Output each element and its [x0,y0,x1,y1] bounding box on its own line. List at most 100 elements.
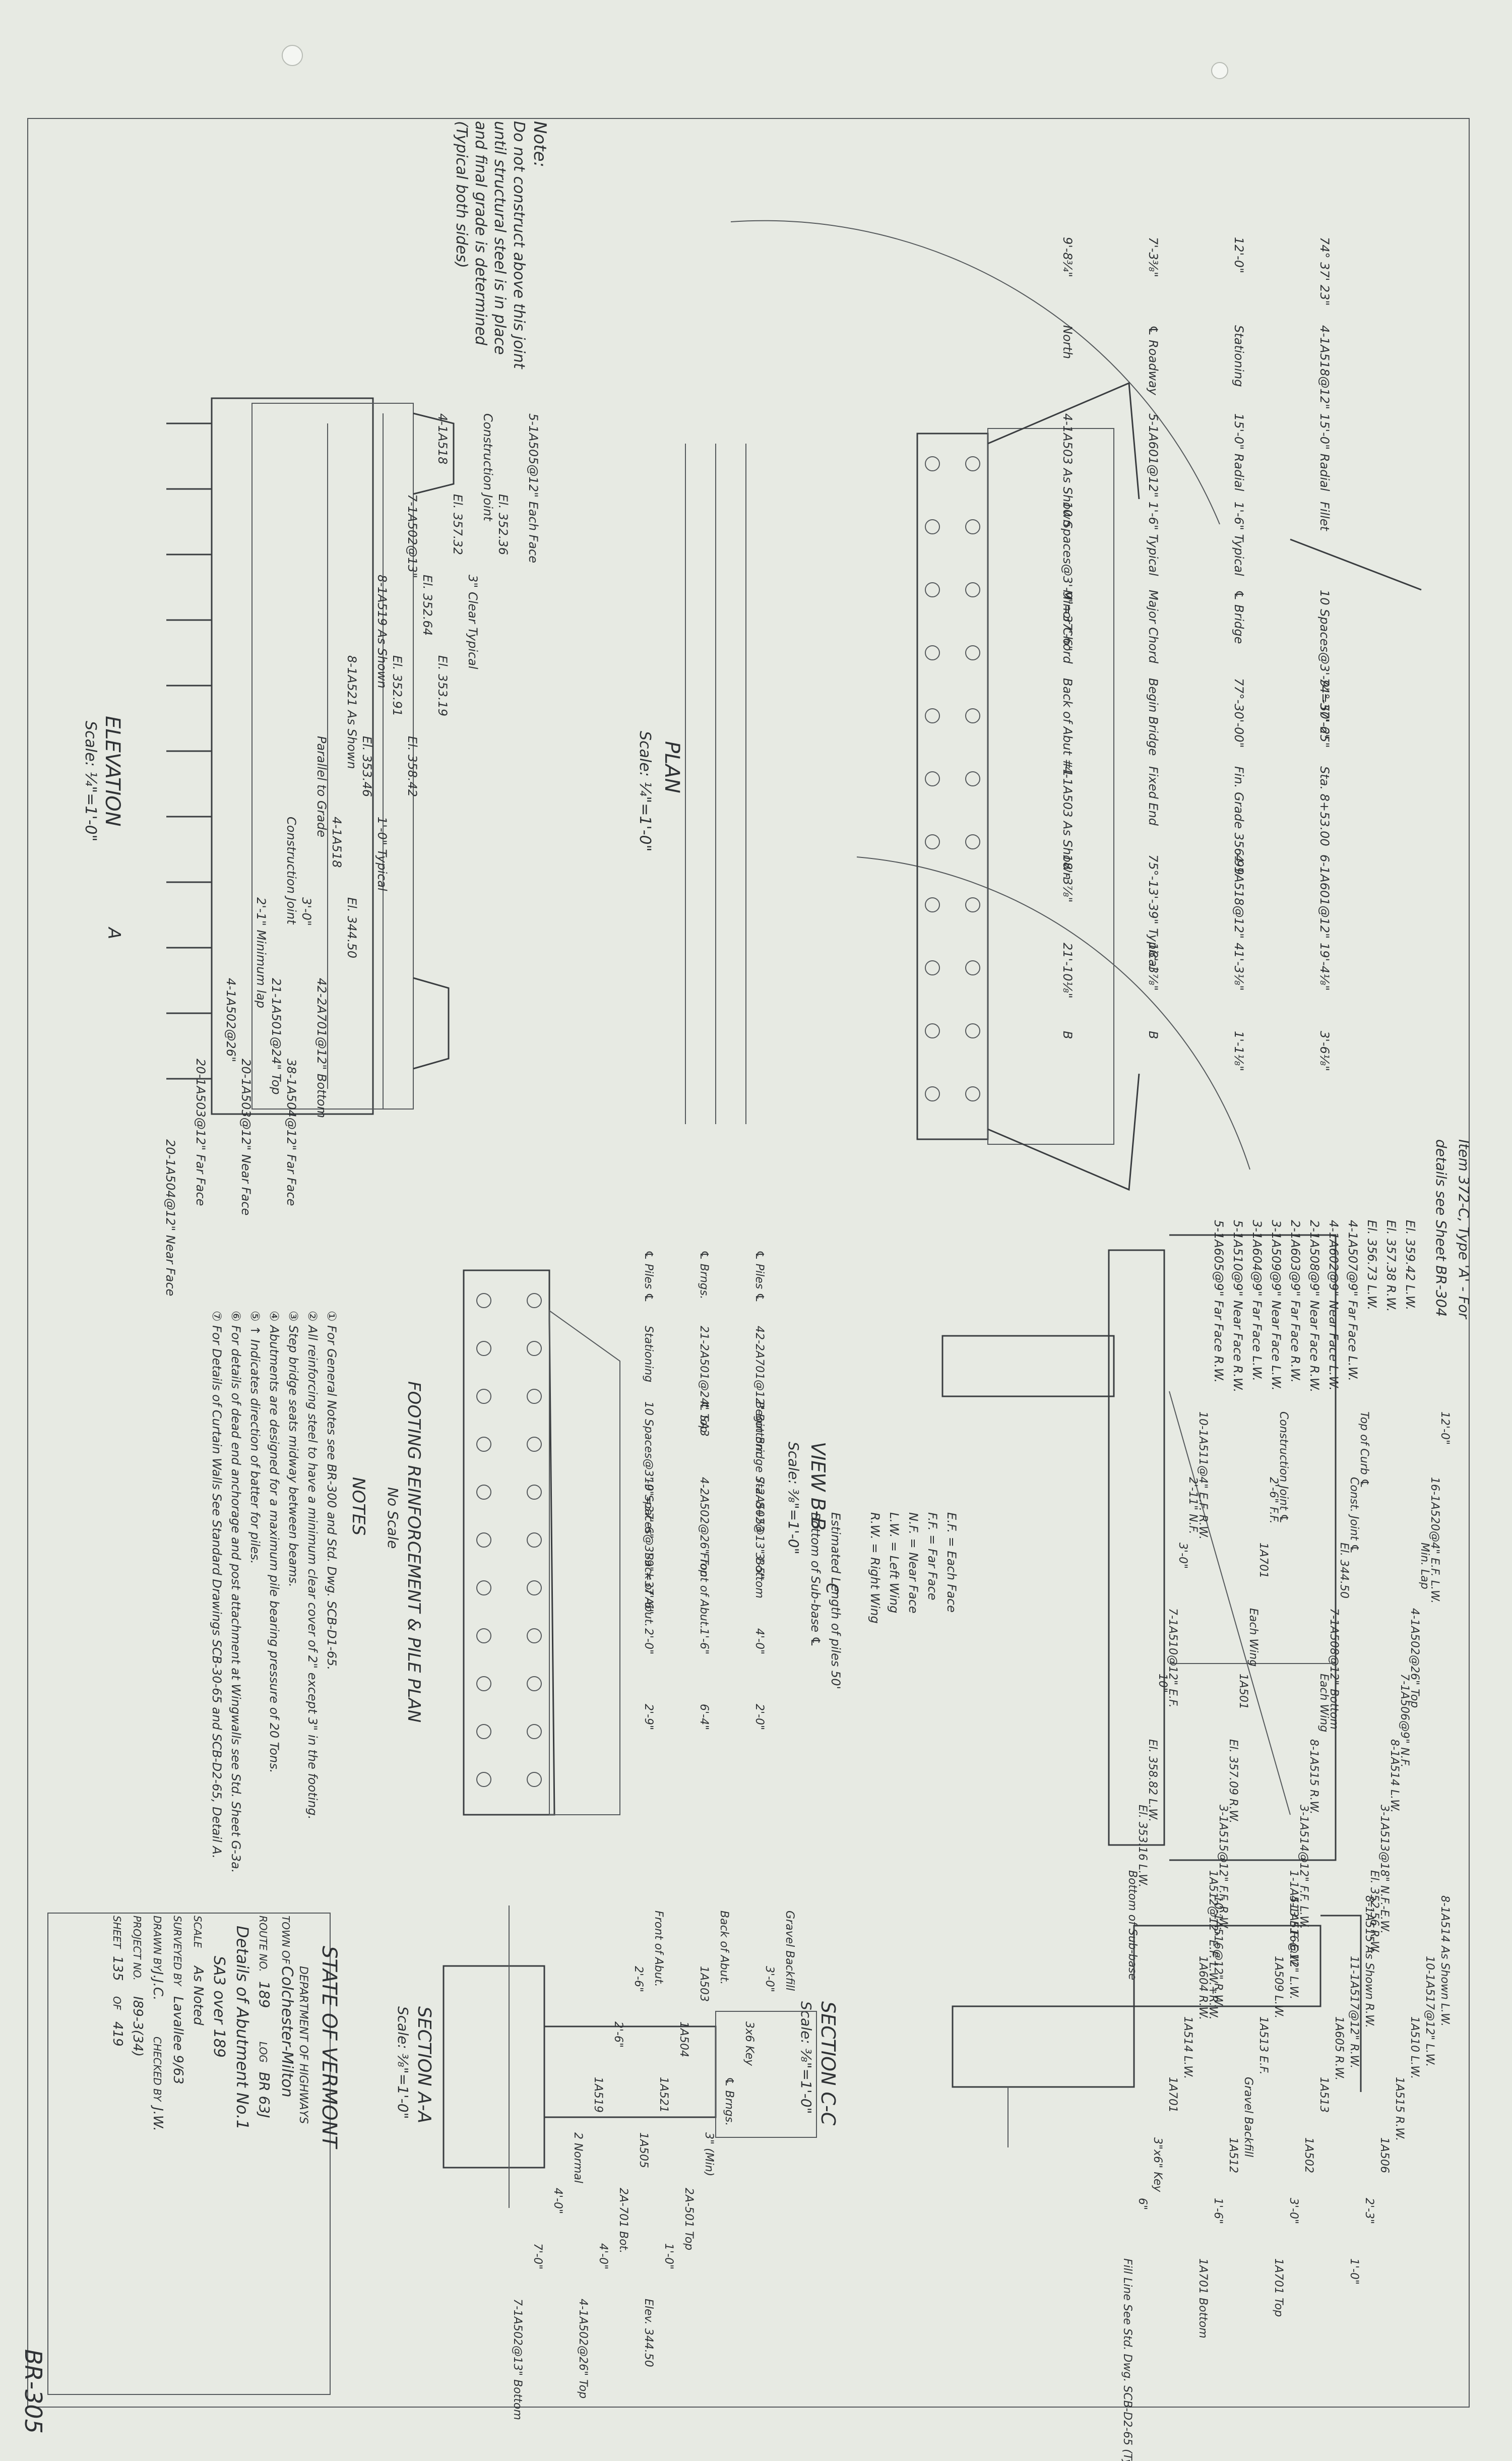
rebar-line: El. 356.73 L.W. [1365,1220,1379,1310]
view-bb [941,1234,1337,1861]
dim-label: 18'-3⅞" [1146,943,1160,991]
dim-label: 9'-8¾" [1060,237,1075,277]
dim-label: Back of Abut #1 [1060,678,1075,777]
rebar-line: 4-1A507@9" Far Face L.W. [1346,1220,1360,1381]
pile-marker [925,519,940,534]
dim-label: 3'-6⅛" [1317,1031,1332,1071]
dim-label: 4-1A503 As Shown [1060,413,1075,527]
dim-label: Fixed End [1146,766,1160,826]
pile-marker [925,1086,940,1101]
sheet-border [27,118,1470,2408]
dim-label: Each Wing [1247,1608,1259,1667]
note-line: until structural steel is in place [491,121,509,355]
pile-marker [527,1628,542,1643]
dim-label: 2'-3" [1363,2198,1375,2224]
dim-label: El. 358.42 [405,736,419,797]
dim-label: Back of Abut. [642,1553,655,1627]
dim-label: Minor Chord [1060,590,1075,664]
elevation-view [166,397,455,1115]
rebar-header: details see Sheet BR-304 [1433,1139,1450,1317]
dim-label: 3"x6" Key [1151,2137,1164,2192]
title-drawn: J.J.C. [150,1968,165,2000]
section-aa [443,1905,817,2208]
punch-hole [282,45,303,66]
pile-marker [527,1532,542,1548]
dim-label: 2'-11" N.F. [1186,1477,1199,1534]
dim-label: 4-1A518 [330,817,344,868]
dim-label: 20-1A503@12" Near Face [239,1059,253,1215]
pile-marker [925,960,940,975]
dim-label: Parallel to Grade [314,736,329,837]
dim-label: 1A521 [657,2077,670,2113]
dim-label: 1A605 R.W. [1333,2016,1345,2080]
dim-label: 1A515 R.W. [1393,2077,1406,2141]
dim-label: 1A504 [677,2021,690,2057]
dim-label: 7-1A502@13" Bottom [511,2299,524,2420]
pile-marker [965,960,980,975]
note-line: (Typical both sides) [453,121,470,268]
dim-label: El. 352.36 [496,494,510,555]
dim-label: 1A604 R.W. [1196,1956,1209,2020]
dim-label: El. 357.32 [451,494,465,555]
title-route: 189 [256,1981,273,2008]
dim-label: 1'-0" [662,2243,675,2269]
dim-label: El. 358.82 L.W. [1146,1739,1159,1822]
title-field-label: DRAWN BY [151,1916,163,1972]
view-scale: Scale: ¼"=1'-0" [82,721,99,841]
section-cc [952,1915,1362,2147]
note-line: Do not construct above this joint [510,121,528,370]
dim-label: 10 Spaces@3'-9"=37'-6" [642,1477,655,1614]
dim-label: B [1060,1031,1075,1039]
dim-label: 10 Spaces@3'-9"=37'-6" [1060,502,1075,651]
footing-outline [463,1269,555,1816]
section-mark: A [104,927,124,939]
dim-label: Top of Curb ℄ [1358,1411,1370,1488]
dim-label: Sta. 8+53.00 [1317,766,1332,846]
vb-batter [1169,1391,1291,1815]
footing-outline [987,428,1114,1145]
pile-marker [476,1485,491,1500]
legend-note: Bottom of Sub-base ℄ [808,1512,823,1647]
title-department: DEPARTMENT OF HIGHWAYS [297,1966,309,2124]
dim-label: 1A510 L.W. [1408,2016,1421,2079]
note-block: Note: Do not construct above this joint … [453,121,550,370]
dim-label: 19'-4⅛" [1317,943,1332,991]
dim-label: 1-1A513 E.F.-E.W. [1287,1870,1300,1967]
dim-label: 6'-4" [698,1704,710,1730]
pile-marker [527,1389,542,1404]
vb-footing [941,1335,1115,1397]
title-sheet-no: 135 [110,1956,125,1981]
dim-label: Const. Joint ℄ [1348,1477,1360,1554]
title-line: Details of Abutment No.1 [233,1926,252,2130]
dim-label: 41'-3⅛" [1232,943,1246,991]
legend-line: F.F. = Far Face [925,1512,939,1601]
dim-label: 20-1A503@12" Far Face [194,1059,208,1206]
pile-marker [476,1341,491,1356]
wingwall-outline [987,1073,1140,1191]
legend-note: Estimated Length of piles 50' [829,1512,843,1689]
rebar-line: 5-1A605@9" Far Face R.W. [1212,1220,1226,1383]
abutment-stem [916,433,989,1140]
dim-label: Begin Bridge Sta. 8+53 [753,1401,766,1532]
dim-label: 1'-0" [1348,2258,1360,2285]
dim-label: 2'-6" [612,2021,624,2048]
dim-label: 1A501 [1237,1674,1249,1709]
footing-plan [463,1269,620,1816]
view-title: ELEVATION [101,716,124,827]
vb-wing [1169,1234,1337,1861]
pile-marker [965,456,980,471]
dim-label: 16-1A520@4" E.F. L.W. [1428,1477,1441,1604]
curb-outline [413,412,455,495]
dim-label: 4-1A503 As Shown [1060,766,1075,880]
dim-label: 15'-0" Radial [1232,413,1246,491]
dim-label: 10" [1156,1674,1169,1693]
pile-marker [527,1341,542,1356]
dim-label: ℄ SA3 [698,1401,710,1437]
view-title: SECTION A-A [414,2006,434,2123]
punch-hole [1211,62,1228,79]
dim-label: 3'-0" [1287,2198,1300,2224]
dim-label: El. 353.46 [360,736,374,797]
elevation-wall [251,403,414,1110]
